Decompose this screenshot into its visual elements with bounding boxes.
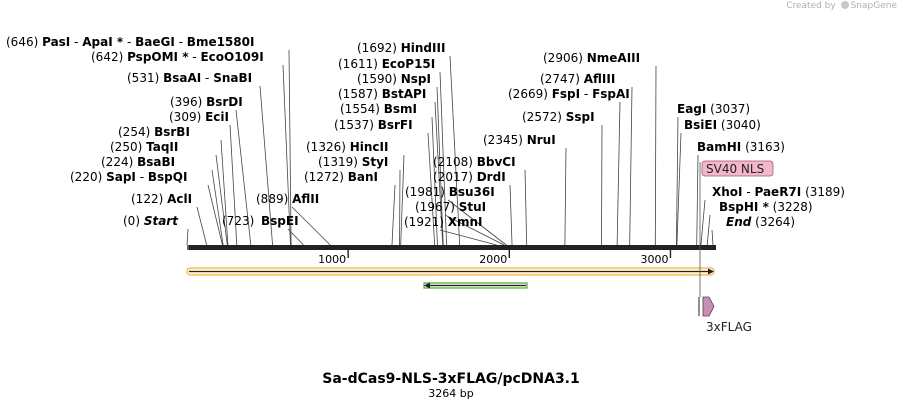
site-label-nrui: (2345) NruI [483, 133, 556, 147]
site-connector-bsrdi [235, 109, 252, 246]
site-label-ecii: (309) EciI [169, 110, 229, 124]
site-connector-nrui [564, 147, 567, 246]
site-connector-bsrbi [220, 139, 229, 246]
site-label-bani: (1272) BanI [304, 170, 378, 184]
site-label-afiii: (889) AflII [256, 192, 319, 206]
site-label-bbvci: (2108) BbvCI [433, 155, 516, 169]
site-label-bsrdi: (396) BsrDI [170, 95, 243, 109]
watermark-brand: SnapGene [850, 1, 897, 11]
site-connector-bani [391, 184, 396, 246]
site-connector-ecii [229, 124, 238, 246]
site-connector-bsmi [431, 116, 438, 246]
site-label-bsaai: (531) BsaAI - SnaBI [127, 71, 252, 85]
site-connector-bbvci [524, 169, 528, 246]
site-label-hindiii: (1692) HindIII [357, 41, 445, 55]
site-label-acli: (122) AclI [131, 192, 192, 206]
feature-3xflag: 3xFLAG [698, 296, 752, 334]
site-label-eagi: EagI (3037) [677, 102, 750, 116]
watermark: Created by SnapGene [786, 1, 897, 11]
site-connector-taqii [215, 154, 228, 246]
site-label-xmni: (1921) XmnI [404, 215, 482, 229]
backbone-bar [187, 245, 716, 250]
site-connector-xhoi [700, 199, 706, 246]
site-connectors [186, 49, 714, 246]
site-connector-ecop15i [439, 71, 448, 246]
site-label-drdi: (2017) DrdI [433, 170, 506, 184]
site-connector-hincii [400, 154, 405, 246]
site-connector-eagi [676, 116, 679, 246]
site-connector-bsphi [706, 214, 711, 246]
site-connector-bsu36i [447, 199, 507, 246]
site-label-afliii: (2747) AflIII [540, 72, 615, 86]
site-label-nspi: (1590) NspI [357, 72, 431, 86]
site-label-bspei: BspEI [261, 214, 299, 228]
site-label-sspi: (2572) SspI [522, 110, 595, 124]
site-connector-xmni [439, 229, 497, 246]
site-connector-afliii [629, 86, 633, 246]
site-connector-stui [444, 214, 505, 246]
site-connector-start [186, 228, 189, 246]
site-label-stui: (1967) StuI [415, 200, 486, 214]
site-connector-drdi [509, 184, 513, 246]
site-connector-bstapi [434, 101, 444, 246]
site-connector-bspei [287, 228, 304, 246]
ruler: 1000 2000 3000 [318, 250, 672, 266]
site-connector-bsaai [259, 85, 273, 246]
feature-3xflag-label: 3xFLAG [706, 320, 752, 334]
site-label-taqii: (250) TaqII [110, 140, 178, 154]
ruler-label-3000: 3000 [640, 253, 668, 266]
site-connector-nspi [436, 86, 444, 246]
site-connector-nmeaiii [654, 65, 657, 246]
site-label-start: (0) Start [123, 214, 179, 228]
site-connector-sspi [601, 124, 603, 246]
site-connector-bsabi [211, 169, 224, 246]
site-connector-bsrfi [427, 132, 436, 246]
site-label-bamhi: BamHI (3163) [697, 140, 785, 154]
site-connector-fspi [616, 101, 621, 246]
site-label-pspomi: (642) PspOMI * - EcoO109I [91, 50, 264, 64]
site-connector-hindiii [449, 55, 461, 246]
site-label-fspi: (2669) FspI - FspAI [508, 87, 630, 101]
site-connector-afiii [291, 206, 331, 246]
site-label-bsabi: (224) BsaBI [101, 155, 175, 169]
site-label-bsrfi: (1537) BsrFI [334, 118, 413, 132]
site-pos-bspei: (723) [222, 214, 254, 228]
site-label-bsiei: BsiEI (3040) [684, 118, 761, 132]
snapgene-logo-icon [840, 1, 849, 9]
site-label-pasi: (646) PasI - ApaI * - BaeGI - Bme1580I [6, 35, 254, 49]
orf-forward-arrow [186, 267, 715, 276]
ruler-label-1000: 1000 [318, 253, 346, 266]
site-connector-bsiei [676, 132, 682, 246]
site-label-ecop15i: (1611) EcoP15I [338, 57, 435, 71]
site-label-nmeaiii: (2906) NmeAIII [543, 51, 640, 65]
site-label-bstapi: (1587) BstAPI [338, 87, 426, 101]
orf-reverse-arrow [423, 282, 528, 289]
ruler-label-2000: 2000 [479, 253, 507, 266]
site-label-end: End (3264) [726, 215, 795, 229]
site-connector-sapi [207, 184, 223, 246]
feature-sv40-nls-label: SV40 NLS [706, 162, 764, 176]
site-connector-end [711, 229, 714, 246]
site-connector-acli [196, 206, 208, 246]
site-label-bsphi: BspHI * (3228) [719, 200, 813, 214]
watermark-prefix: Created by [786, 1, 836, 11]
site-connector-pasi [288, 49, 292, 246]
site-label-xhoi: XhoI - PaeR7I (3189) [712, 185, 845, 199]
site-label-bsmi: (1554) BsmI [340, 102, 417, 116]
site-label-styi: (1319) StyI [318, 155, 388, 169]
backbone [187, 245, 716, 250]
site-label-bsrbi: (254) BsrBI [118, 125, 190, 139]
site-labels: (0) Start (122) AclI (220) SapI - BspQI(22… [6, 35, 845, 229]
site-label-hincii: (1326) HincII [306, 140, 388, 154]
site-connector-pspomi [282, 64, 291, 246]
map-title: Sa-dCas9-NLS-3xFLAG/pcDNA3.1 [322, 371, 580, 387]
site-label-sapi: (220) SapI - BspQI [70, 170, 187, 184]
feature-sv40-nls: SV40 NLS [699, 160, 774, 297]
site-label-bsu36i: (1981) Bsu36I [405, 185, 495, 199]
site-connector-bamhi [696, 154, 699, 246]
map-length: 3264 bp [428, 387, 473, 400]
